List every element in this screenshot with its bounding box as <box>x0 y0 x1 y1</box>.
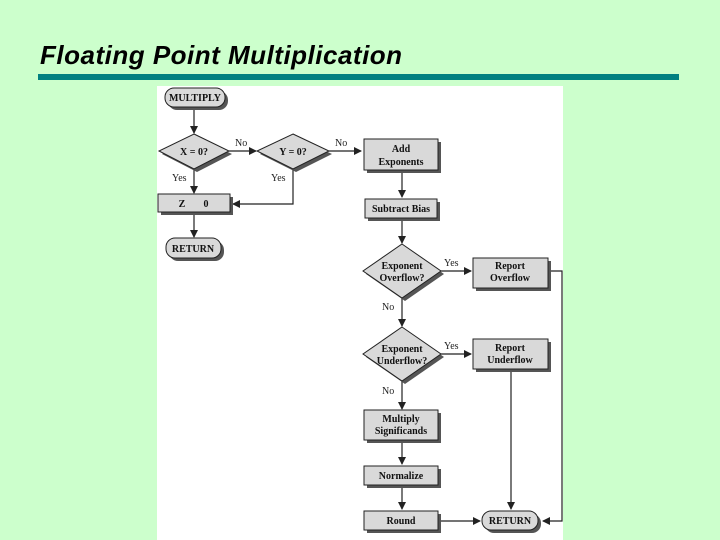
return-left-label: RETURN <box>172 244 215 255</box>
x-zero-label: X = 0? <box>180 147 208 158</box>
multiply-label: MULTIPLY <box>169 93 222 104</box>
node-multiply: MULTIPLY <box>164 87 228 110</box>
underflow-line1: Exponent <box>381 344 423 355</box>
add-exponents-line1: Add <box>392 144 411 155</box>
node-add-exponents: Add Exponents <box>363 138 441 173</box>
node-round: Round <box>363 510 441 533</box>
report-overflow-line1: Report <box>495 261 526 272</box>
y-zero-label: Y = 0? <box>279 147 307 158</box>
node-y-zero: Y = 0? <box>255 133 332 172</box>
node-z-zero: Z 0 <box>157 193 233 215</box>
node-multiply-significands: Multiply Significands <box>363 409 441 443</box>
report-underflow-line1: Report <box>495 343 526 354</box>
node-x-zero: X = 0? <box>157 133 232 172</box>
slide-title: Floating Point Multiplication <box>40 40 403 70</box>
report-underflow-line2: Underflow <box>487 355 533 366</box>
mult-sig-line2: Significands <box>375 426 427 437</box>
label-yes-x: Yes <box>172 173 187 184</box>
flowchart-panel <box>157 86 563 540</box>
node-report-underflow: Report Underflow <box>472 338 551 372</box>
edge-y-z <box>232 169 294 208</box>
add-exponents-line2: Exponents <box>378 157 423 168</box>
connectors <box>190 110 563 525</box>
underflow-line2: Underflow? <box>377 356 428 367</box>
report-overflow-line2: Overflow <box>490 273 531 284</box>
node-return-left: RETURN <box>165 237 224 261</box>
round-label: Round <box>387 516 416 527</box>
overflow-line1: Exponent <box>381 261 423 272</box>
z-label: Z <box>179 199 186 210</box>
edge-ovfrep-return <box>542 270 563 525</box>
label-yes-underflow: Yes <box>444 341 459 352</box>
node-exponent-underflow: Exponent Underflow? <box>362 326 444 384</box>
title-underline <box>38 74 679 80</box>
node-exponent-overflow: Exponent Overflow? <box>362 243 444 301</box>
label-no-x: No <box>235 138 247 149</box>
normalize-label: Normalize <box>379 471 424 482</box>
node-subtract-bias: Subtract Bias <box>364 198 440 221</box>
node-report-overflow: Report Overflow <box>472 257 551 291</box>
subtract-bias-label: Subtract Bias <box>372 204 430 215</box>
label-yes-y: Yes <box>271 173 286 184</box>
label-no-y: No <box>335 138 347 149</box>
label-no-overflow: No <box>382 302 394 313</box>
return-right-label: RETURN <box>489 516 532 527</box>
label-no-underflow: No <box>382 386 394 397</box>
label-yes-overflow: Yes <box>444 258 459 269</box>
node-return-right: RETURN <box>481 510 541 533</box>
overflow-line2: Overflow? <box>380 273 425 284</box>
zero-label: 0 <box>204 199 209 210</box>
mult-sig-line1: Multiply <box>382 414 419 425</box>
node-normalize: Normalize <box>363 465 441 488</box>
